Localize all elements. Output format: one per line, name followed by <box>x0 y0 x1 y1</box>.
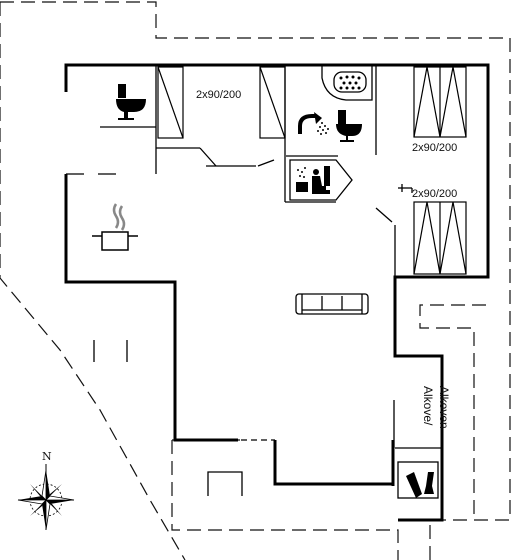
alcove-label: Alkove/ Alkoven <box>421 386 451 429</box>
whirlpool-icon <box>321 66 373 101</box>
bed-label-upper: 2x90/200 <box>196 89 241 101</box>
bed-right-upper <box>413 66 467 138</box>
alcove-label-line2: Alkoven <box>437 386 451 429</box>
toilet-icon <box>116 84 146 120</box>
sauna-icon <box>289 159 353 201</box>
bed-upper-middle <box>259 66 286 139</box>
interior-walls <box>65 65 442 449</box>
bed-label-right-lower: 2x90/200 <box>412 188 457 200</box>
compass-rose-icon: N <box>17 450 75 531</box>
wine-icon <box>397 461 439 499</box>
toilet-icon <box>336 110 362 142</box>
sofa-icon <box>295 293 369 315</box>
outer-walls <box>64 63 490 522</box>
cooking-pot-icon <box>92 203 138 251</box>
fireplace-icon <box>207 471 243 496</box>
bed-label-right-upper: 2x90/200 <box>412 142 457 154</box>
compass-north-label: N <box>42 450 52 463</box>
bed-upper-left <box>157 66 184 139</box>
shower-icon <box>298 112 329 135</box>
alcove-label-line1: Alkove/ <box>421 386 435 426</box>
bed-right-lower <box>413 201 467 275</box>
